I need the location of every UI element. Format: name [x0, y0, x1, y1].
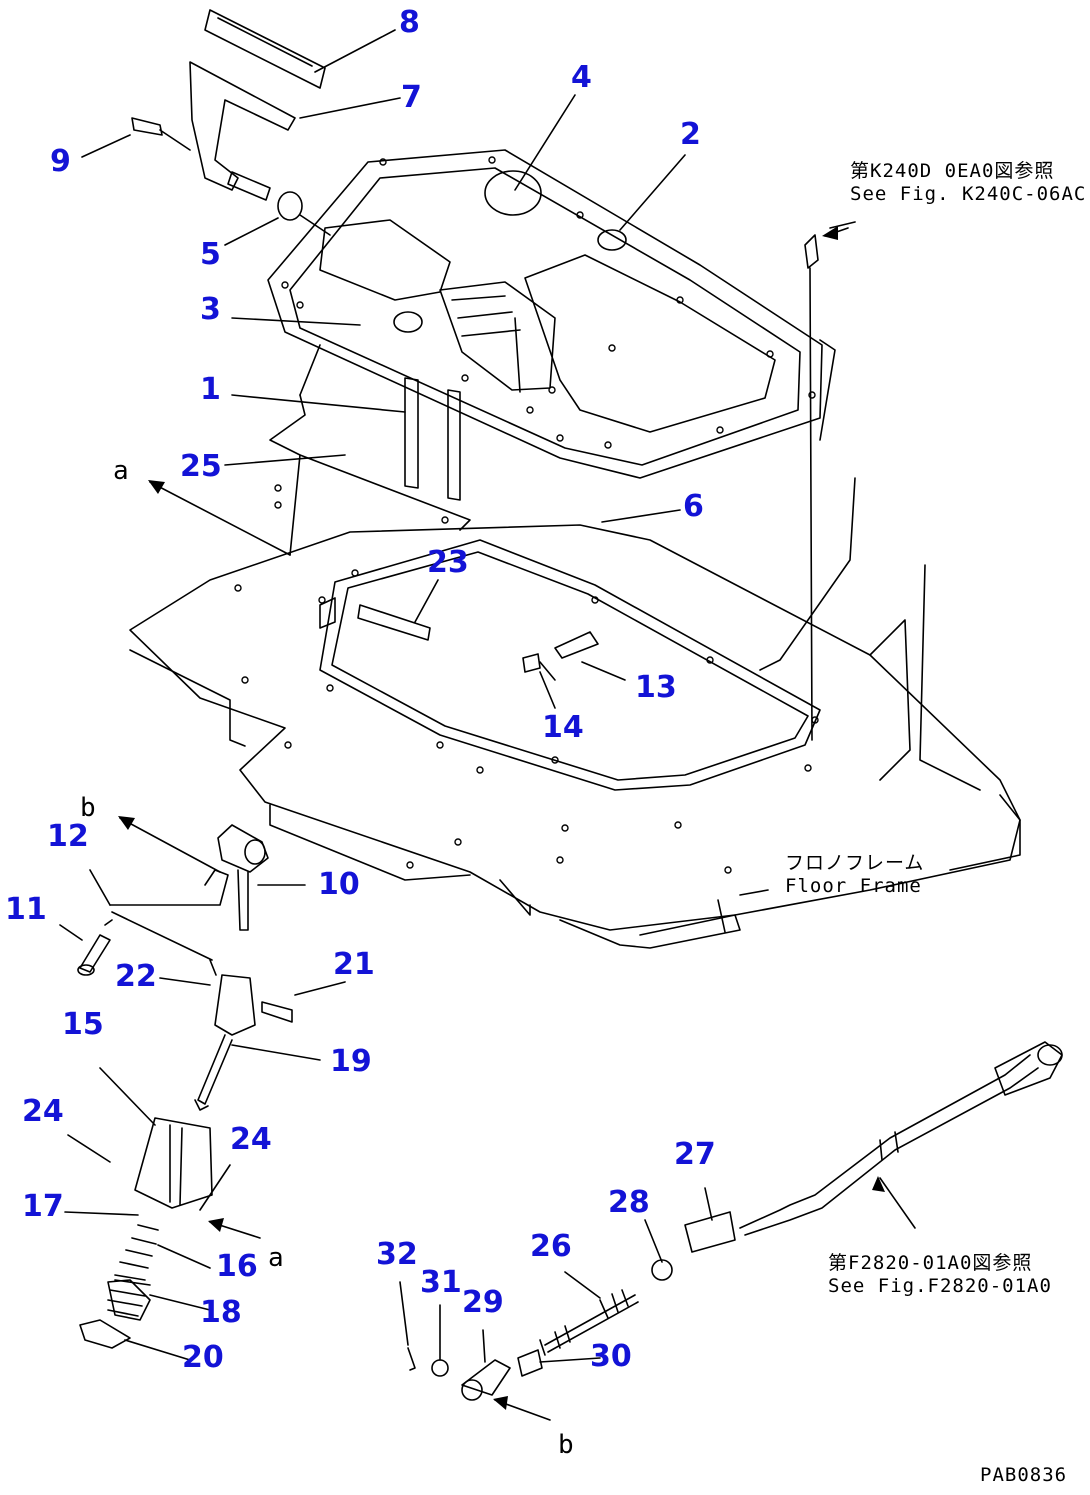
shaft: [227, 171, 271, 201]
bolt-13: [554, 631, 599, 659]
view-letter-a-top: a: [113, 456, 129, 486]
plate-4: [484, 170, 542, 216]
rod-23: [357, 604, 431, 641]
rod-19: [197, 1034, 233, 1105]
ref-k2400-jp: 第K240D 0EA0図参照: [850, 160, 1055, 182]
label-4[interactable]: 4: [571, 60, 592, 95]
ref-f2820-jp: 第F2820-01A0図参照: [828, 1252, 1033, 1274]
nut-30: [517, 1349, 543, 1377]
sleeve-27: [684, 1211, 736, 1253]
label-23[interactable]: 23: [427, 545, 469, 580]
label-15[interactable]: 15: [62, 1007, 104, 1042]
label-8[interactable]: 8: [399, 5, 420, 40]
label-14[interactable]: 14: [542, 710, 584, 745]
label-30[interactable]: 30: [590, 1339, 632, 1374]
label-13[interactable]: 13: [635, 670, 677, 705]
nut-31: [431, 1359, 449, 1377]
floor-frame-jp: フロノフレーム: [785, 852, 925, 874]
label-29[interactable]: 29: [462, 1285, 504, 1320]
bracket-15: [134, 1117, 213, 1209]
label-17[interactable]: 17: [22, 1189, 64, 1224]
base-20: [79, 1319, 131, 1349]
leaders: [59, 29, 856, 1363]
rod-26: [544, 1294, 639, 1353]
label-1[interactable]: 1: [200, 372, 221, 407]
pin-21: [261, 1001, 293, 1023]
label-26[interactable]: 26: [530, 1229, 572, 1264]
label-3[interactable]: 3: [200, 292, 221, 327]
cover-cutout-left: [319, 219, 451, 301]
label-11[interactable]: 11: [5, 892, 47, 927]
label-18[interactable]: 18: [200, 1295, 242, 1330]
frame-opening: [319, 539, 821, 791]
label-21[interactable]: 21: [333, 947, 375, 982]
label-31[interactable]: 31: [420, 1265, 462, 1300]
pedal-arm: [189, 61, 296, 191]
label-24-left[interactable]: 24: [22, 1094, 64, 1129]
spring: [114, 1224, 159, 1281]
label-32[interactable]: 32: [376, 1237, 418, 1272]
cable-end: [994, 1041, 1063, 1096]
bracket-1: [404, 377, 461, 501]
bushing: [277, 191, 303, 221]
label-12[interactable]: 12: [47, 819, 89, 854]
label-10[interactable]: 10: [318, 867, 360, 902]
label-20[interactable]: 20: [182, 1340, 224, 1375]
label-27[interactable]: 27: [674, 1137, 716, 1172]
drawing-code: PAB0836: [980, 1464, 1068, 1486]
label-6[interactable]: 6: [683, 489, 704, 524]
nut-28: [651, 1259, 673, 1281]
label-5[interactable]: 5: [200, 237, 221, 272]
rod-end-29: [461, 1359, 511, 1396]
ref-k2400: 第K240D 0EA0図参照 See Fig. K240C-06AC: [850, 160, 1086, 206]
arrow-b-top: [119, 817, 221, 873]
plate-3: [393, 311, 423, 333]
clevis: [214, 974, 256, 1036]
cover-plate: [267, 149, 823, 479]
ref-f2820: 第F2820-01A0図参照 See Fig.F2820-01A0: [828, 1252, 1052, 1298]
arrow-a-top: [149, 481, 291, 556]
label-25[interactable]: 25: [180, 449, 222, 484]
floor-frame: [129, 524, 1021, 931]
ref-floor-frame: フロノフレーム Floor Frame: [785, 852, 924, 898]
view-letter-b-top: b: [80, 793, 96, 823]
rubber-boot: [439, 281, 556, 391]
ref-f2820-en: See Fig.F2820-01A0: [828, 1274, 1052, 1297]
ref-k2400-en: See Fig. K240C-06AC: [850, 182, 1087, 205]
plate-2: [597, 229, 627, 251]
cable: [739, 1054, 1031, 1229]
view-letter-a-low: a: [268, 1243, 284, 1273]
pin-11: [79, 934, 111, 973]
floor-frame-en: Floor Frame: [785, 874, 922, 897]
label-2[interactable]: 2: [680, 117, 701, 152]
label-9[interactable]: 9: [50, 144, 71, 179]
cover-cutout-right: [524, 254, 776, 433]
pedal-pad: [204, 9, 326, 89]
view-letter-b-low: b: [558, 1430, 574, 1460]
switch: [131, 117, 191, 151]
label-7[interactable]: 7: [401, 80, 422, 115]
label-28[interactable]: 28: [608, 1185, 650, 1220]
label-19[interactable]: 19: [330, 1044, 372, 1079]
arrow-f2820: [879, 1177, 916, 1229]
label-16[interactable]: 16: [216, 1249, 258, 1284]
dipstick: [804, 234, 819, 741]
lever-10: [217, 824, 269, 931]
label-22[interactable]: 22: [115, 959, 157, 994]
nut-14: [522, 653, 541, 673]
label-24-right[interactable]: 24: [230, 1122, 272, 1157]
